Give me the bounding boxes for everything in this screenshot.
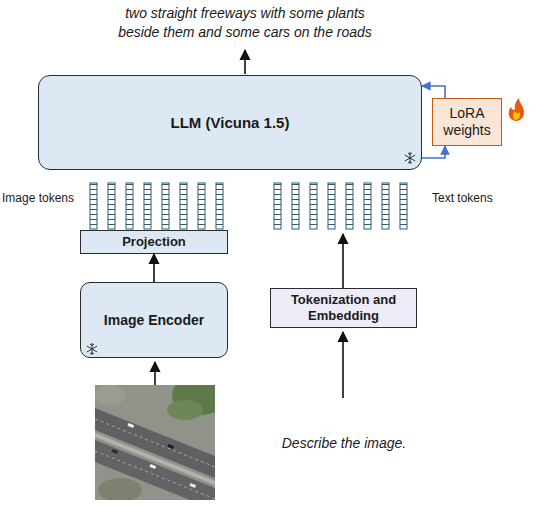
llm-box: LLM (Vicuna 1.5): [38, 75, 422, 170]
tokenizer-box: Tokenization and Embedding: [270, 288, 417, 328]
connector-arrow: [422, 86, 445, 98]
box-label: Image Encoder: [104, 312, 204, 329]
projection-box: Projection: [80, 230, 228, 254]
token-label: Text tokens: [432, 190, 522, 206]
box-label: LoRA weights: [433, 105, 501, 139]
token-label: Image tokens: [2, 190, 82, 206]
output-caption: two straight freeways with some plants b…: [111, 4, 379, 42]
box-label: Projection: [122, 234, 186, 250]
trainable-flame-icon: [509, 98, 524, 121]
box-label: Tokenization and Embedding: [271, 292, 416, 323]
text-token-bars: [274, 183, 407, 229]
box-label: LLM (Vicuna 1.5): [171, 114, 290, 132]
frozen-icon: [405, 152, 415, 164]
lora-weights-box: LoRA weights: [432, 98, 502, 146]
connector-arrow: [153, 254, 155, 282]
image-token-bars: [90, 183, 223, 229]
connector-arrow: [422, 146, 445, 158]
aerial-photo: [95, 385, 215, 500]
image-encoder-box: Image Encoder: [80, 282, 228, 358]
frozen-icon: [87, 343, 97, 355]
prompt-text: Describe the image.: [270, 434, 418, 453]
